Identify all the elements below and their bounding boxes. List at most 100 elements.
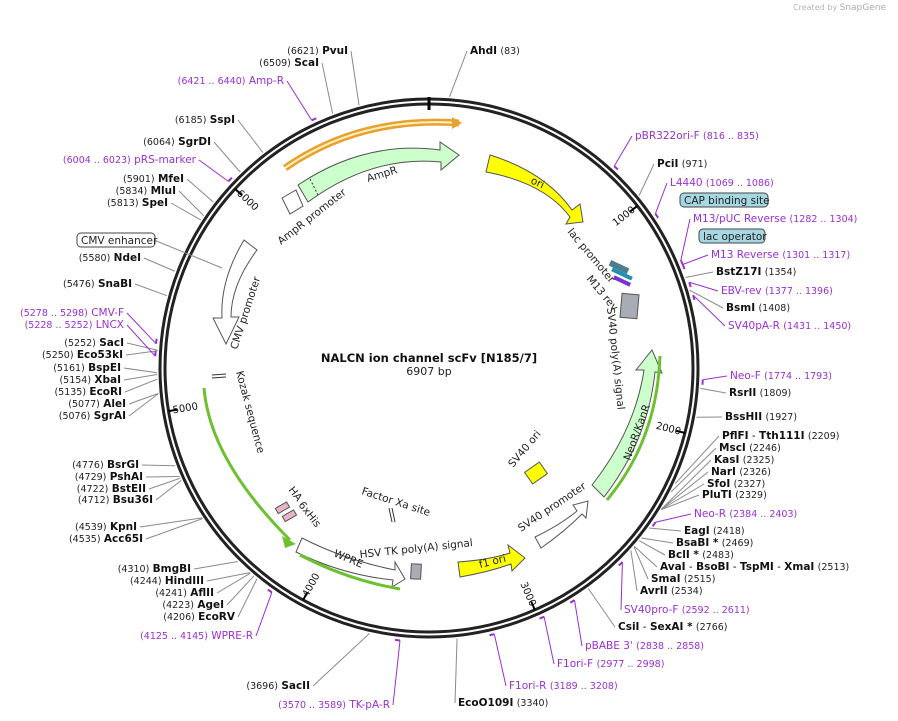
site-label-bsrgi[interactable]: (4776) BsrGI [72,459,139,471]
cap-site-box[interactable] [679,192,769,208]
site-label-bsshii[interactable]: BssHII (1927) [725,411,797,423]
site-label-bstz17i[interactable]: BstZ17I (1354) [716,266,796,278]
site-label-eagi[interactable]: EagI (2418) [684,525,745,537]
primer-label-sv40pa-r[interactable]: SV40pA-R (1431 .. 1450) [728,320,851,332]
primer-leader-neo-r [655,513,692,523]
primer-label-pbabe-3[interactable]: pBABE 3' (2838 .. 2858) [585,640,704,652]
site-label-sgrai[interactable]: (5076) SgrAI [59,410,126,422]
site-label-saci[interactable]: (5252) SacI [64,337,124,349]
site-label-sgrdi[interactable]: (6064) SgrDI [143,136,211,148]
primer-label-neo-r[interactable]: Neo-R (2384 .. 2403) [694,508,797,520]
primer-part-sv40pa-r-2: (1431 .. 1450) [783,321,851,332]
primer-label-tk-pa-r[interactable]: (3570 .. 3589) TK-pA-R [278,699,390,711]
neo-arrow[interactable] [591,349,663,498]
primer-label-l4440[interactable]: L4440 (1069 .. 1086) [670,177,774,189]
site-label-sspi[interactable]: (6185) SspI [175,114,235,126]
plasmid-name: NALCN ion channel scFv [N185/7] [321,351,537,365]
site-label-bmgbi[interactable]: (4310) BmgBI [118,563,191,575]
ampr-promoter-arrow[interactable] [281,189,304,215]
sv40-ori-box[interactable] [523,461,549,485]
site-n-ecoo109i: EcoO109I [458,697,513,709]
credit: Created by SnapGene [793,3,886,13]
lac-promoter-marker[interactable] [608,260,630,274]
site-label-eco53ki[interactable]: (5250) Eco53kI [42,349,123,361]
site-label-pvui[interactable]: (6621) PvuI [287,45,348,57]
site-label-kpni[interactable]: (4539) KpnI [75,521,137,533]
primer-label-sv40pro-f[interactable]: SV40pro-F (2592 .. 2611) [624,604,750,616]
site-label-aflii[interactable]: (4241) AflII [155,587,214,599]
site-label-ecori[interactable]: (5135) EcoRI [54,386,122,398]
ori-arrow[interactable] [485,154,584,225]
site-label-mlui[interactable]: (5834) MluI [116,185,176,197]
site-label-sacii[interactable]: (3696) SacII [246,680,310,692]
site-label-hindiii[interactable]: (4244) HindIII [130,575,204,587]
primer-label-ebv-rev[interactable]: EBV-rev (1377 .. 1396) [721,285,833,297]
site-label-ecoo109i[interactable]: EcoO109I (3340) [458,697,548,709]
lac-operator-label: lac operator [703,231,767,243]
lac-operator-box[interactable] [698,228,766,244]
site-n-avai: XmaI [784,561,814,573]
site-label-ndei[interactable]: (5580) NdeI [79,252,141,264]
site-label-agei[interactable]: (4223) AgeI [162,599,224,611]
ha-tag-box[interactable] [274,501,291,515]
cmv-enhancer-box[interactable] [76,232,156,248]
site-label-bsu36i[interactable]: (4712) Bsu36I [78,494,153,506]
primer-label-m13-reverse[interactable]: M13 Reverse (1301 .. 1317) [711,249,850,261]
site-leader-agei [226,575,255,606]
site-label-ecorv[interactable]: (4206) EcoRV [163,611,236,623]
primer-label-wpre-r[interactable]: (4125 .. 4145) WPRE-R [140,630,253,642]
site-leader-eco53ki [125,350,158,356]
site-label-bcli[interactable]: BclI * (2483) [668,549,734,561]
site-label-msci[interactable]: MscI (2246) [719,442,781,454]
site-label-pcii[interactable]: PciI (971) [657,158,707,170]
primer-label-neo-f[interactable]: Neo-F (1774 .. 1793) [730,370,832,382]
ampr-arrow[interactable] [297,141,460,203]
primer-label-lncx[interactable]: (5228 .. 5252) LNCX [25,319,124,331]
primer-label-cmv-f[interactable]: (5278 .. 5298) CMV-F [20,307,124,319]
site-label-csii[interactable]: CsiI - SexAI * (2766) [618,621,728,633]
sv40-polya-box[interactable] [619,292,640,320]
site-label-pflfi[interactable]: PflFI - Tth111I (2209) [722,430,839,442]
site-label-spei[interactable]: (5813) SpeI [107,197,168,209]
primer-label-amp-r[interactable]: (6421 .. 6440) Amp-R [178,75,284,87]
site-label-mfei[interactable]: (5901) MfeI [123,173,184,185]
site-label-acc65i[interactable]: (4535) Acc65I [69,533,143,545]
primer-leader-amp-r [286,80,313,121]
primer-mark-wpre-r [267,588,273,594]
site-label-scai[interactable]: (6509) ScaI [259,57,319,69]
cmv-promoter-arrow[interactable] [212,239,258,346]
primer-label-pbr322ori-f[interactable]: pBR322ori-F (816 .. 835) [635,130,759,142]
site-label-kasi[interactable]: KasI (2325) [714,454,774,466]
cap-site-marker[interactable] [611,267,633,281]
f1-ori-arrow[interactable] [457,543,526,578]
site-label-xbai[interactable]: (5154) XbaI [59,374,121,386]
primer-mark-f1ori-r [489,633,495,637]
site-label-bsmi[interactable]: BsmI (1408) [726,302,790,314]
m13-rev-marker[interactable] [612,275,632,287]
site-label-smai[interactable]: SmaI (2515) [651,573,715,585]
site-leader-msci [670,447,717,493]
hsv-tk-box[interactable] [410,563,422,580]
site-label-pshai[interactable]: (4729) PshAI [75,471,143,483]
site-label-nari[interactable]: NarI (2326) [711,466,771,478]
sv40-promoter-arrow[interactable] [534,500,589,549]
site-n-saci: SacI [99,337,124,349]
site-label-ahdi[interactable]: AhdI (83) [470,45,520,57]
primer-label-m13-puc-reverse[interactable]: M13/pUC Reverse (1282 .. 1304) [693,213,857,225]
his-tag-box[interactable] [281,509,298,523]
primer-label-f1ori-f[interactable]: F1ori-F (2977 .. 2998) [557,658,664,670]
site-label-bsteii[interactable]: (4722) BstEII [77,483,146,495]
site-label-pluti[interactable]: PluTI (2329) [702,489,767,501]
primer-label-prs-marker[interactable]: (6004 .. 6023) pRS-marker [63,154,197,166]
site-label-sfoi[interactable]: SfoI (2327) [707,478,765,490]
site-label-snabi[interactable]: (5476) SnaBI [63,278,132,290]
primer-label-f1ori-r[interactable]: F1ori-R (3189 .. 3208) [509,680,618,692]
site-label-avrii[interactable]: AvrII (2534) [640,585,703,597]
site-label-rsrii[interactable]: RsrII (1809) [729,387,791,399]
site-label-bsabi[interactable]: BsaBI * (2469) [676,537,753,549]
site-sep-csii: - [639,621,649,633]
site-label-alei[interactable]: (5077) AleI [68,398,126,410]
site-leader-pluti [661,494,700,511]
site-label-bspei[interactable]: (5161) BspEI [53,362,121,374]
site-label-avai[interactable]: AvaI - BsoBI - TspMI - XmaI (2513) [660,561,849,573]
